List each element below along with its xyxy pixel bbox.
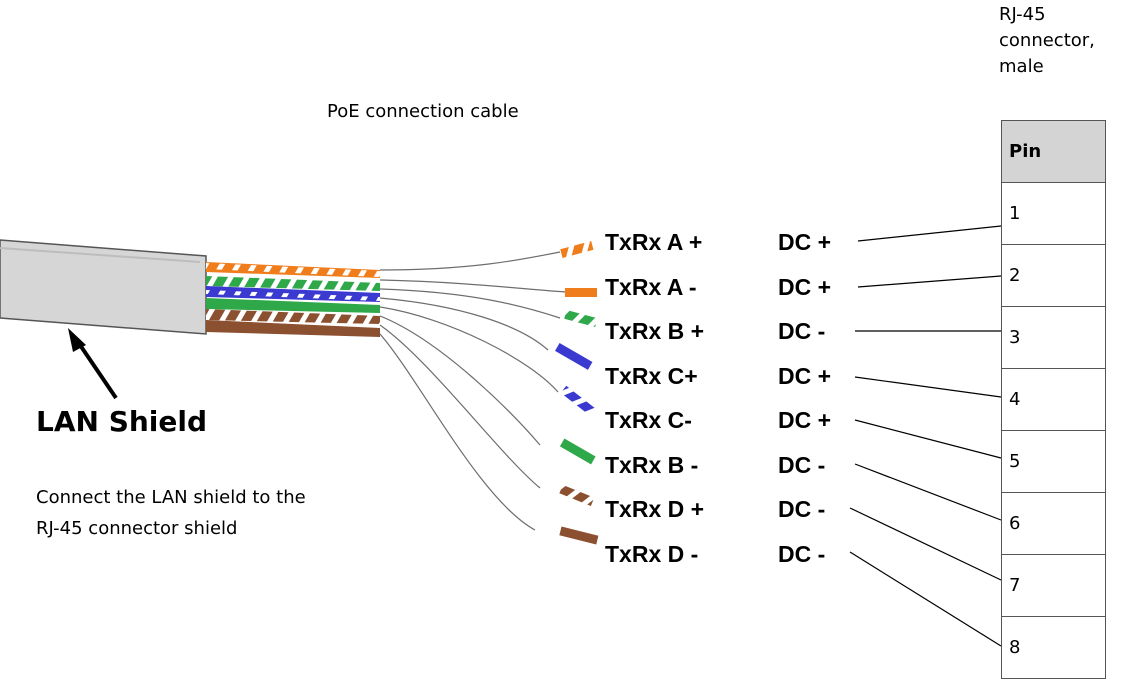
power-label: DC + bbox=[778, 229, 831, 255]
wire-tip bbox=[560, 241, 594, 259]
lan-shield-label: LAN Shield bbox=[36, 405, 208, 438]
signal-label: TxRx B - bbox=[605, 452, 698, 478]
exposed-pairs bbox=[205, 262, 381, 337]
shield-note-line: RJ-45 connector shield bbox=[36, 518, 238, 539]
pin-cell: 5 bbox=[1001, 430, 1106, 493]
power-label: DC - bbox=[778, 496, 825, 522]
shield-note-line: Connect the LAN shield to the bbox=[36, 487, 306, 508]
pin-cell: 1 bbox=[1001, 182, 1106, 245]
power-label: DC + bbox=[778, 363, 831, 389]
shield-note: Connect the LAN shield to the RJ-45 conn… bbox=[36, 482, 306, 544]
signal-label: TxRx B + bbox=[605, 318, 704, 344]
cable-jacket bbox=[0, 239, 207, 335]
signal-label: TxRx A + bbox=[605, 229, 702, 255]
pin-cell: 2 bbox=[1001, 244, 1106, 307]
signal-labels: TxRx A + TxRx A - TxRx B + TxRx C+ TxRx … bbox=[605, 229, 704, 567]
pin-cell: 7 bbox=[1001, 554, 1106, 617]
connector-title-line: RJ-45 bbox=[999, 4, 1046, 25]
signal-label: TxRx D - bbox=[605, 541, 698, 567]
wire-tip bbox=[559, 438, 596, 465]
pin-header: Pin bbox=[1001, 120, 1106, 183]
wire-tip bbox=[555, 343, 593, 370]
pin-cell: 4 bbox=[1001, 368, 1106, 431]
pin-cell: 3 bbox=[1001, 306, 1106, 369]
fan-wires bbox=[379, 251, 567, 531]
wire-tip bbox=[559, 484, 595, 507]
wire-tip bbox=[565, 288, 597, 297]
power-label: DC + bbox=[778, 407, 831, 433]
pin-cell: 6 bbox=[1001, 492, 1106, 555]
power-label: DC - bbox=[778, 318, 825, 344]
leader-lines bbox=[849, 225, 1002, 647]
wire-tips bbox=[555, 241, 599, 545]
power-label: DC + bbox=[778, 274, 831, 300]
shield-arrow-icon bbox=[68, 328, 118, 400]
power-label: DC - bbox=[778, 541, 825, 567]
pin-table: Pin 1 2 3 4 5 6 7 8 bbox=[1001, 120, 1106, 679]
connector-title: RJ-45 connector, male bbox=[999, 2, 1095, 80]
power-label: DC - bbox=[778, 452, 825, 478]
connector-title-line: connector, bbox=[999, 30, 1095, 51]
power-labels: DC + DC + DC - DC + DC + DC - DC - DC - bbox=[778, 229, 831, 567]
wire-tip bbox=[564, 309, 598, 327]
signal-label: TxRx C+ bbox=[605, 363, 698, 389]
connector-title-line: male bbox=[999, 56, 1044, 77]
wire-tip bbox=[560, 385, 595, 416]
pin-cell: 8 bbox=[1001, 616, 1106, 679]
cable-title: PoE connection cable bbox=[327, 101, 519, 122]
signal-label: TxRx A - bbox=[605, 274, 697, 300]
wire-tip bbox=[559, 526, 599, 545]
signal-label: TxRx D + bbox=[605, 496, 704, 522]
signal-label: TxRx C- bbox=[605, 407, 692, 433]
